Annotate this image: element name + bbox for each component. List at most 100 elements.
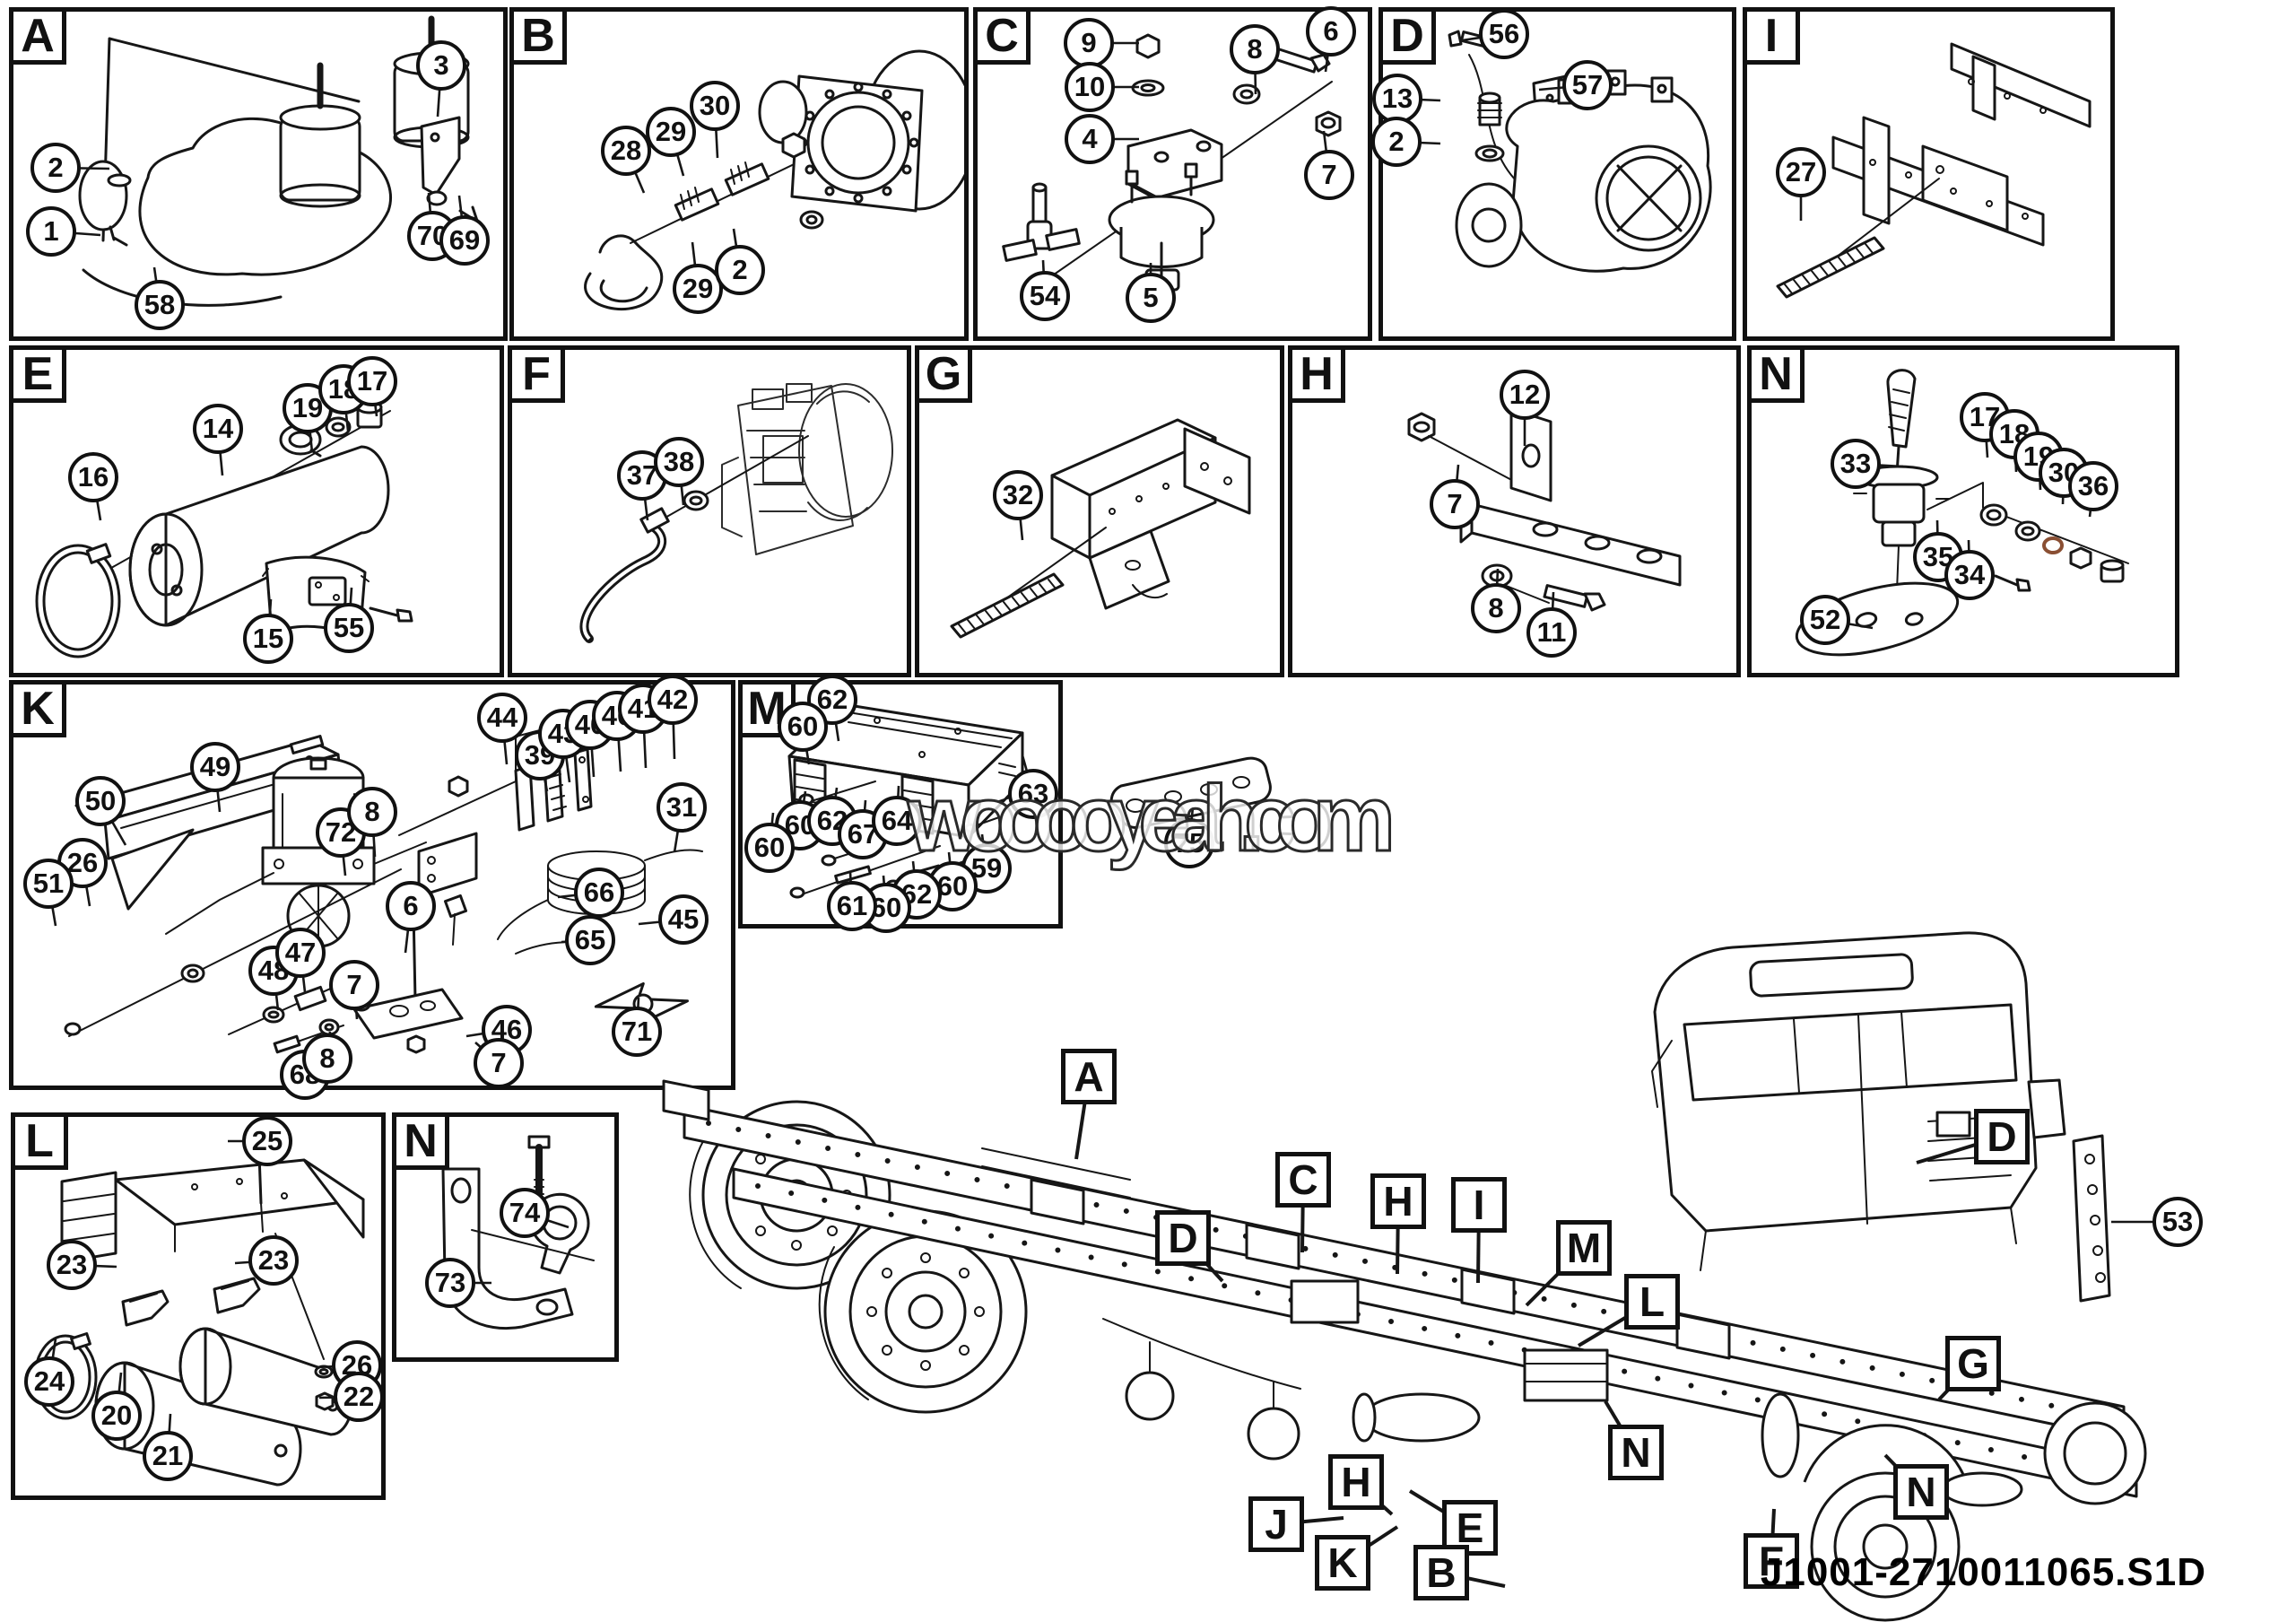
panel-k-label: K [9,680,66,737]
panel-g-label: G [915,345,972,403]
callout-55: 55 [324,603,374,653]
clip-23a [121,1289,170,1327]
callout-2: 2 [715,245,765,295]
washer-2 [799,210,824,230]
callout-69: 69 [439,215,490,266]
callout-60: 60 [744,823,795,873]
panel-c-label: C [973,7,1031,65]
strap-bar [1459,502,1682,587]
panel-g: G [915,345,1284,677]
fitting-29a [674,187,720,222]
hub-hose-fitting-drawing [584,49,964,310]
panel-i: I [1743,7,2115,341]
callout-17: 17 [347,356,397,406]
callout-20: 20 [91,1391,142,1441]
panel-f: F [508,345,911,677]
callout-54: 54 [1020,271,1070,321]
panel-n-bottom: N [392,1112,619,1362]
chassis-label-c: C [1275,1152,1331,1208]
callout-11: 11 [1526,607,1577,658]
part-number: J1001-2710011065.S1D [1760,1550,2206,1594]
engine-silhouette [721,383,893,555]
callout-15: 15 [243,614,293,664]
u-bracket [417,832,478,898]
callout-42: 42 [648,675,698,725]
spacer-plate-75 [1109,756,1272,829]
chassis-label-g: G [1945,1336,2001,1391]
callout-12: 12 [1500,370,1550,420]
callout-33: 33 [1831,439,1881,489]
transfer-case-drawing [1448,30,1712,273]
callout-7: 7 [1430,479,1480,529]
nut-30 [781,132,806,159]
plate-12 [1509,407,1552,502]
callout-8: 8 [1230,24,1280,74]
callout-44: 44 [477,693,527,743]
callout-64: 64 [872,796,922,846]
callout-16: 16 [68,452,118,502]
callout-73: 73 [425,1258,475,1308]
bolt [527,1135,551,1203]
nut-7 [1407,412,1436,442]
callout-50: 50 [75,776,126,826]
rivet-holes [1869,78,2047,220]
cable-tie-27 [1776,236,1885,299]
door-step [2027,1078,2066,1139]
callout-21: 21 [143,1431,193,1481]
callout-71: 71 [612,1007,662,1057]
chassis-label-i: I [1451,1177,1507,1233]
chassis-label-l: L [1624,1274,1680,1330]
lever [1886,369,1917,475]
clip-23b [213,1277,261,1314]
panel-f-label: F [508,345,565,403]
frame-rail-cable-tie-drawing [1776,42,2092,299]
callout-53: 53 [2152,1197,2203,1247]
callout-23: 23 [47,1240,97,1290]
underslung-components [1102,1279,1800,1478]
valve-body-5 [1108,162,1215,292]
callout-9: 9 [1064,18,1114,68]
callout-61: 61 [827,881,877,931]
chassis-label-a: A [1061,1049,1117,1104]
callout-7: 7 [329,960,379,1010]
panel-d-label: D [1378,7,1436,65]
callout-24: 24 [24,1356,74,1407]
nut-39 [448,775,469,798]
bolt-55 [369,606,413,623]
chassis-label-n: N [1893,1464,1949,1520]
washer-8 [1232,83,1261,105]
strap-bracket-drawing [1407,407,1682,612]
air-chamber-1 [279,62,361,208]
callout-4: 4 [1065,114,1115,164]
bar-53 [2072,1134,2111,1303]
callout-6: 6 [386,881,436,931]
callout-57: 57 [1562,60,1613,110]
callout-51: 51 [23,859,74,909]
callout-47: 47 [275,928,326,978]
chassis-label-h: H [1370,1173,1426,1229]
front-axle-air-chamber-drawing [78,15,480,307]
hose-37 [579,507,670,643]
callout-75: 75 [1164,818,1214,868]
panel-h-label: H [1288,345,1345,403]
panel-i-label: I [1743,7,1800,65]
callout-56: 56 [1479,9,1529,59]
fitting-29b [724,161,770,196]
cable-tie-32 [950,572,1065,639]
callout-8: 8 [302,1033,352,1084]
panel-d: D [1378,7,1736,341]
air-tank-drawing [35,400,413,658]
callout-8: 8 [347,787,397,837]
diagonal-72-8 [64,868,402,1037]
callout-58: 58 [135,280,185,330]
chassis-label-d: D [1974,1109,2030,1164]
callout-5: 5 [1126,273,1176,323]
bracket-assembly [1050,418,1251,610]
grommet-17 [1979,503,2008,527]
callout-10: 10 [1065,62,1115,112]
panel-n-top-label: N [1747,345,1805,403]
panel-b-label: B [509,7,567,65]
nut-30 [2069,546,2092,570]
callout-49: 49 [190,742,240,792]
clamp-16 [35,543,121,658]
